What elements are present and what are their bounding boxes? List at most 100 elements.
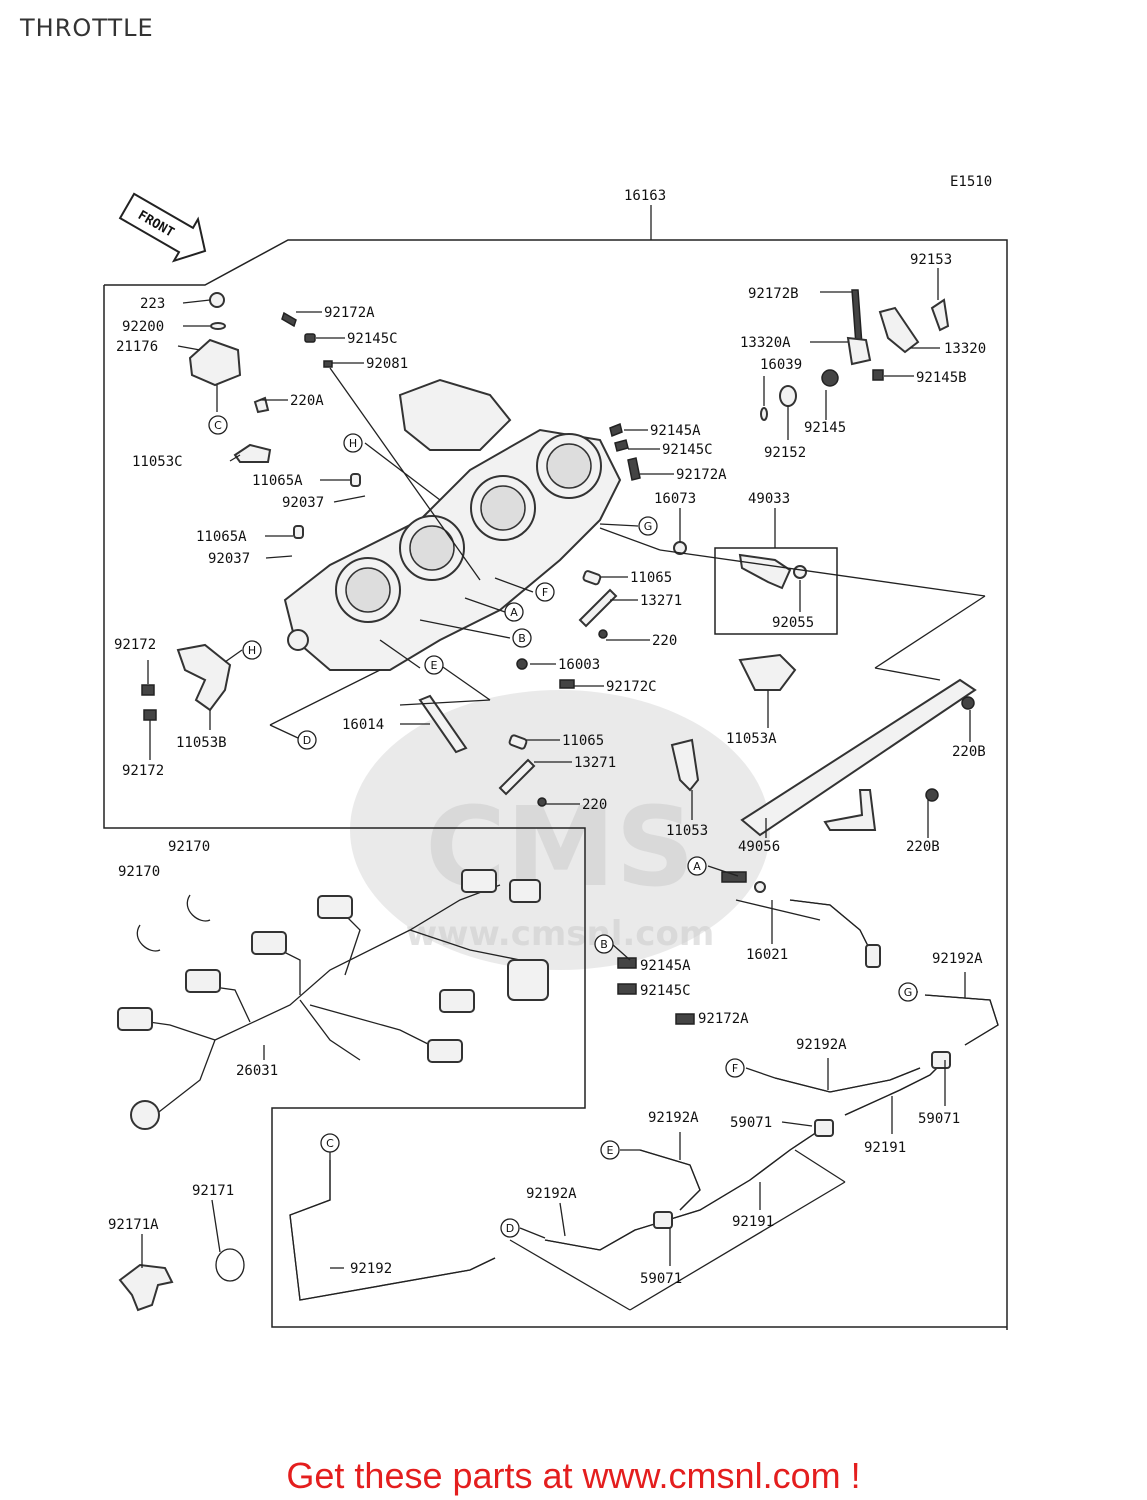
- callout-h-2: H: [248, 644, 256, 657]
- callout-c: C: [214, 419, 222, 432]
- part-label: 92192A: [932, 951, 983, 967]
- throttle-linkage-top-right: [760, 289, 950, 421]
- callout-d-2: D: [506, 1222, 514, 1235]
- callout-e: E: [431, 659, 438, 672]
- assembly-frame: [104, 239, 1008, 1330]
- part-label: 13271: [640, 593, 682, 609]
- callout-a: A: [510, 606, 518, 619]
- part-label: 13320A: [740, 335, 791, 351]
- part-label: 21176: [116, 339, 158, 355]
- part-label: 59071: [918, 1111, 960, 1127]
- part-label: 220: [582, 797, 607, 813]
- part-label: 13320: [944, 341, 986, 357]
- part-label: 16163: [624, 188, 666, 204]
- part-label: 92191: [864, 1140, 906, 1156]
- part-label: 92172: [122, 763, 164, 779]
- part-label: 92192A: [526, 1186, 577, 1202]
- part-label: 11053B: [176, 735, 227, 751]
- part-label: 92170: [168, 839, 210, 855]
- callout-g: G: [644, 520, 653, 533]
- part-label: 92171: [192, 1183, 234, 1199]
- page-title: THROTTLE: [20, 14, 154, 42]
- part-label: 92192A: [648, 1110, 699, 1126]
- part-label: 11053A: [726, 731, 777, 747]
- part-label: 49033: [748, 491, 790, 507]
- part-label: 220B: [952, 744, 986, 760]
- connector-lines: [224, 442, 986, 1311]
- footer-link[interactable]: Get these parts at www.cmsnl.com !: [286, 1455, 861, 1496]
- front-arrow-icon: FRONT: [118, 192, 207, 263]
- callout-d: D: [303, 734, 311, 747]
- part-label: 16021: [746, 947, 788, 963]
- part-label: 220A: [290, 393, 324, 409]
- part-label: 11053C: [132, 454, 183, 470]
- parts-diagram: CMS www.cmsnl.com E1510 FRONT: [103, 174, 1008, 1330]
- throttle-body-assembly: [283, 378, 622, 671]
- part-label: 92145A: [640, 958, 691, 974]
- callout-markers: C H G A F B E H D A B G F E C D: [208, 415, 918, 1238]
- part-label: 92172A: [676, 467, 727, 483]
- part-label: 92192: [350, 1261, 392, 1277]
- part-label: 16014: [342, 717, 384, 733]
- part-label: 220: [652, 633, 677, 649]
- part-labels: 16163 92153 92172B 13320A 13320 16039 92…: [108, 188, 986, 1287]
- vacuum-hoses: [289, 871, 999, 1301]
- part-label: 92172B: [748, 286, 799, 302]
- part-label: 59071: [730, 1115, 772, 1131]
- part-label: 92145C: [347, 331, 398, 347]
- part-label: 11053: [666, 823, 708, 839]
- part-label: 92200: [122, 319, 164, 335]
- part-label: 92172A: [324, 305, 375, 321]
- diagram-code: E1510: [950, 174, 992, 190]
- callout-a-2: A: [693, 860, 701, 873]
- part-label: 16003: [558, 657, 600, 673]
- part-label: 92081: [366, 356, 408, 372]
- part-label: 92145A: [650, 423, 701, 439]
- part-label: 92153: [910, 252, 952, 268]
- throttle-sensor-bracket: [188, 292, 272, 463]
- callout-h: H: [349, 437, 357, 450]
- part-label: 92145: [804, 420, 846, 436]
- part-label: 26031: [236, 1063, 278, 1079]
- part-label: 59071: [640, 1271, 682, 1287]
- part-label: 92172: [114, 637, 156, 653]
- part-label: 92192A: [796, 1037, 847, 1053]
- callout-g-2: G: [904, 986, 913, 999]
- part-label: 92145C: [640, 983, 691, 999]
- part-label: 11065: [630, 570, 672, 586]
- part-label: 16039: [760, 357, 802, 373]
- wiring-harness: [117, 869, 549, 1130]
- linkage-rods: [418, 570, 618, 807]
- fuel-rail: [670, 653, 977, 837]
- part-label: 11065: [562, 733, 604, 749]
- part-label: 92055: [772, 615, 814, 631]
- assembly-frame-left: [103, 285, 1007, 1328]
- part-label: 220B: [906, 839, 940, 855]
- part-label: 92172A: [698, 1011, 749, 1027]
- callout-c-2: C: [326, 1137, 334, 1150]
- callout-b: B: [518, 632, 526, 645]
- part-label: 49056: [738, 839, 780, 855]
- part-label: 92145C: [662, 442, 713, 458]
- watermark-text: www.cmsnl.com: [406, 914, 715, 954]
- callout-f: F: [542, 586, 548, 599]
- part-label: 11065A: [252, 473, 303, 489]
- part-label: 13271: [574, 755, 616, 771]
- part-label: 92170: [118, 864, 160, 880]
- part-label: 92145B: [916, 370, 967, 386]
- part-label: 92037: [208, 551, 250, 567]
- part-label: 223: [140, 296, 165, 312]
- leader-lines: [141, 268, 971, 1269]
- part-label: 92191: [732, 1214, 774, 1230]
- callout-e-2: E: [607, 1144, 614, 1157]
- part-label: 11065A: [196, 529, 247, 545]
- part-label: 92172C: [606, 679, 657, 695]
- part-label: 92152: [764, 445, 806, 461]
- hose-clamps: [118, 894, 245, 1312]
- part-label: 92171A: [108, 1217, 159, 1233]
- callout-b-2: B: [600, 938, 608, 951]
- part-label: 16073: [654, 491, 696, 507]
- bracket-11053b: [141, 643, 232, 721]
- part-label: 92037: [282, 495, 324, 511]
- callout-f-2: F: [732, 1062, 738, 1075]
